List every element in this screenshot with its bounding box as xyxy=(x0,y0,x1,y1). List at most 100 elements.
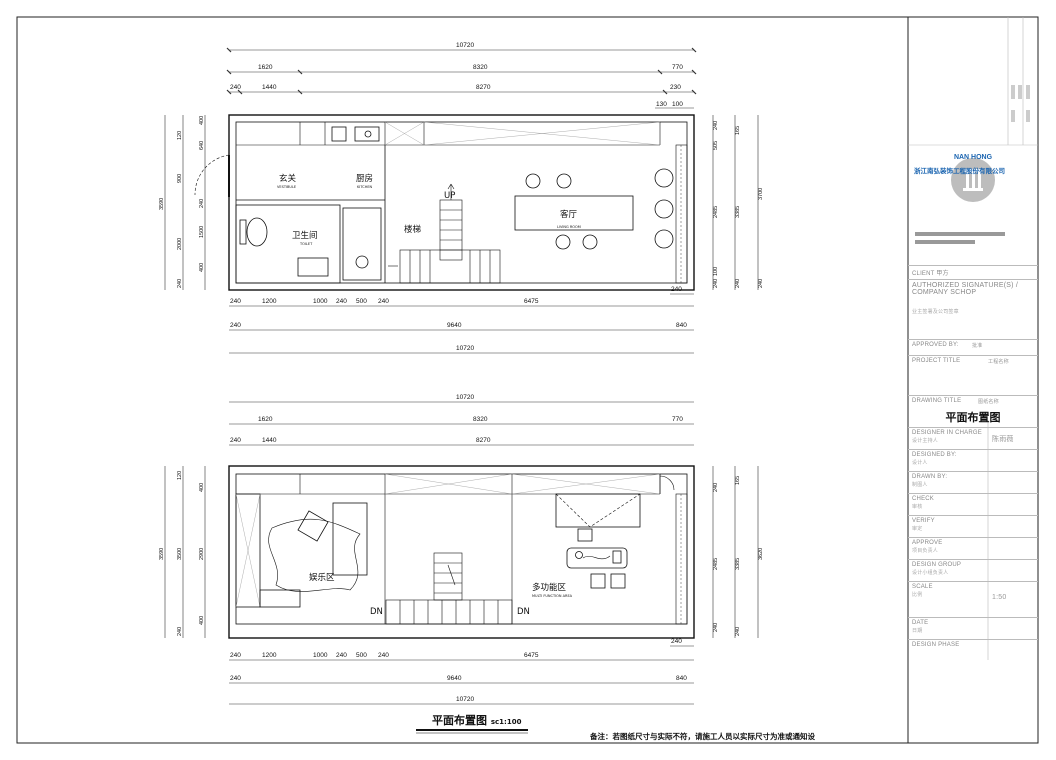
toilet-room-wall xyxy=(235,204,341,284)
upper-dim-right-d: 505 xyxy=(713,141,719,150)
living-chairs xyxy=(525,173,598,250)
upper-dim-bot-i: 240 xyxy=(230,322,241,329)
lower-dim-right-c: 240 xyxy=(713,483,719,492)
upper-dim-top-c: 770 xyxy=(672,64,683,71)
tb-label: DESIGNER IN CHARGE xyxy=(912,430,982,436)
tb-value: 1:50 xyxy=(992,594,1007,601)
lower-left-cabinet-bottom xyxy=(259,589,301,608)
tb-row-drawn-by: DRAWN BY: 制图人 xyxy=(908,471,1038,494)
upper-dim-left-i: 240 xyxy=(177,279,183,288)
upper-dim-left-d: 900 xyxy=(177,174,183,183)
multi-table-device xyxy=(612,550,622,564)
room-toilet-cn: 卫生间 xyxy=(292,230,318,241)
upper-dim-top-b: 8320 xyxy=(473,64,488,71)
room-multi-cn: 多功能区 xyxy=(532,582,567,593)
lower-dim-bot-d: 240 xyxy=(336,652,347,659)
lower-dim-left-d: 2900 xyxy=(199,548,205,560)
upper-dim-right-g: 240 xyxy=(713,279,719,288)
lower-dim-bot-g: 6475 xyxy=(524,652,539,659)
lower-dim-right-a: 3385 xyxy=(735,558,741,570)
multi-table-item xyxy=(575,551,583,559)
lower-dim-top-a: 1620 xyxy=(258,416,273,423)
tb-label: SCALE xyxy=(912,584,933,590)
entertainment-chair xyxy=(297,510,329,542)
lower-dim-right-f: 240 xyxy=(735,627,741,636)
upper-dim-lines-bottom xyxy=(229,293,694,354)
tb-row-client: CLIENT 甲方 xyxy=(908,265,1038,280)
tb-label: VERIFY xyxy=(912,518,935,524)
company-brand: NAN HONG xyxy=(953,154,993,161)
multi-seat-right xyxy=(610,573,626,589)
tb-label: APPROVED BY: xyxy=(912,342,959,348)
multi-seat-top xyxy=(577,528,593,542)
lower-dim-top-c: 770 xyxy=(672,416,683,423)
entertainment-desk xyxy=(332,502,368,576)
upper-right-window xyxy=(675,144,688,284)
upper-dim-bot-c: 1000 xyxy=(313,298,328,305)
shower-drain xyxy=(355,255,369,269)
upper-dim-right-i: 240 xyxy=(758,279,764,288)
room-living-en: LIVING ROOM xyxy=(557,225,581,229)
tb-label: AUTHORIZED SIGNATURE(S) / COMPANY SCHOP xyxy=(912,282,1018,296)
upper-dim-right-a: 3385 xyxy=(735,206,741,218)
lower-dim-left-f: 400 xyxy=(199,616,205,625)
lower-dim-right-d: 2485 xyxy=(713,558,719,570)
multi-projection xyxy=(555,493,641,528)
kitchen-appliance xyxy=(331,126,347,142)
upper-dim-bot-h: 240 xyxy=(671,286,682,293)
tb-value: 工程名称 xyxy=(988,359,1009,365)
lower-dim-bot-h: 240 xyxy=(671,638,682,645)
multi-seat-left xyxy=(590,573,606,589)
upper-dim-top-i: 100 xyxy=(672,101,683,108)
tb-sublabel: 审定 xyxy=(912,526,923,532)
lower-dim-bot-b: 1200 xyxy=(262,652,277,659)
tb-label: PROJECT TITLE xyxy=(912,358,961,364)
tb-row-approved: APPROVED BY: 批准 xyxy=(908,339,1038,356)
company-info-redacted-2 xyxy=(915,240,975,244)
upper-dim-bot-j: 9640 xyxy=(447,322,462,329)
lower-dim-left-c: 3500 xyxy=(177,548,183,560)
upper-dim-top-total: 10720 xyxy=(456,42,474,49)
lower-dim-bot-i: 240 xyxy=(230,675,241,682)
upper-dim-lines-left xyxy=(164,115,206,290)
lower-dim-bot-f: 240 xyxy=(378,652,389,659)
upper-dim-top-a: 1620 xyxy=(258,64,273,71)
upper-dim-left-h: 400 xyxy=(199,263,205,272)
room-stair-cn: 楼梯 xyxy=(404,224,422,235)
tb-label: CHECK xyxy=(912,496,935,502)
title-block: NAN HONG 浙江南弘装饰工程股份有限公司 CLIENT 甲方 AUTHOR… xyxy=(908,17,1038,743)
room-living-cn: 客厅 xyxy=(560,209,578,220)
living-table xyxy=(514,195,634,231)
room-vestibule-cn: 玄关 xyxy=(279,173,297,184)
shower-area xyxy=(342,207,382,281)
tb-row-date: DATE 日期 xyxy=(908,617,1038,640)
upper-dim-left-total: 3590 xyxy=(159,198,165,210)
tb-row-authorized: AUTHORIZED SIGNATURE(S) / COMPANY SCHOP … xyxy=(908,279,1038,340)
upper-dim-left-b: 400 xyxy=(199,116,205,125)
tb-label: DESIGN PHASE xyxy=(912,642,960,648)
upper-dim-bot-e: 500 xyxy=(356,298,367,305)
company-info-redacted-1 xyxy=(915,232,1005,236)
toilet-tank xyxy=(239,219,247,245)
lower-dim-top-d: 240 xyxy=(230,437,241,444)
upper-dim-top-g: 130 xyxy=(656,101,667,108)
upper-dim-right-h: 240 xyxy=(735,279,741,288)
company-logo xyxy=(951,158,995,202)
lower-dim-left-b: 400 xyxy=(199,483,205,492)
entry-door-swing xyxy=(194,154,230,196)
upper-dim-top-h: 230 xyxy=(670,84,681,91)
company-name: 浙江南弘装饰工程股份有限公司 xyxy=(914,168,1005,175)
kitchen-sink xyxy=(354,126,380,142)
upper-outer-wall xyxy=(228,114,695,291)
tb-label: APPROVE xyxy=(912,540,943,546)
upper-dim-lines-top xyxy=(226,47,697,109)
lower-dim-top-b: 8320 xyxy=(473,416,488,423)
upper-dim-bot-f: 240 xyxy=(378,298,389,305)
upper-dim-bot-d: 240 xyxy=(336,298,347,305)
upper-dim-left-e: 1500 xyxy=(199,226,205,238)
tb-sublabel: 审核 xyxy=(912,504,923,510)
lower-dim-right-e: 240 xyxy=(713,623,719,632)
sheet-border xyxy=(16,16,1039,744)
upper-dim-right-b: 165 xyxy=(735,126,741,135)
